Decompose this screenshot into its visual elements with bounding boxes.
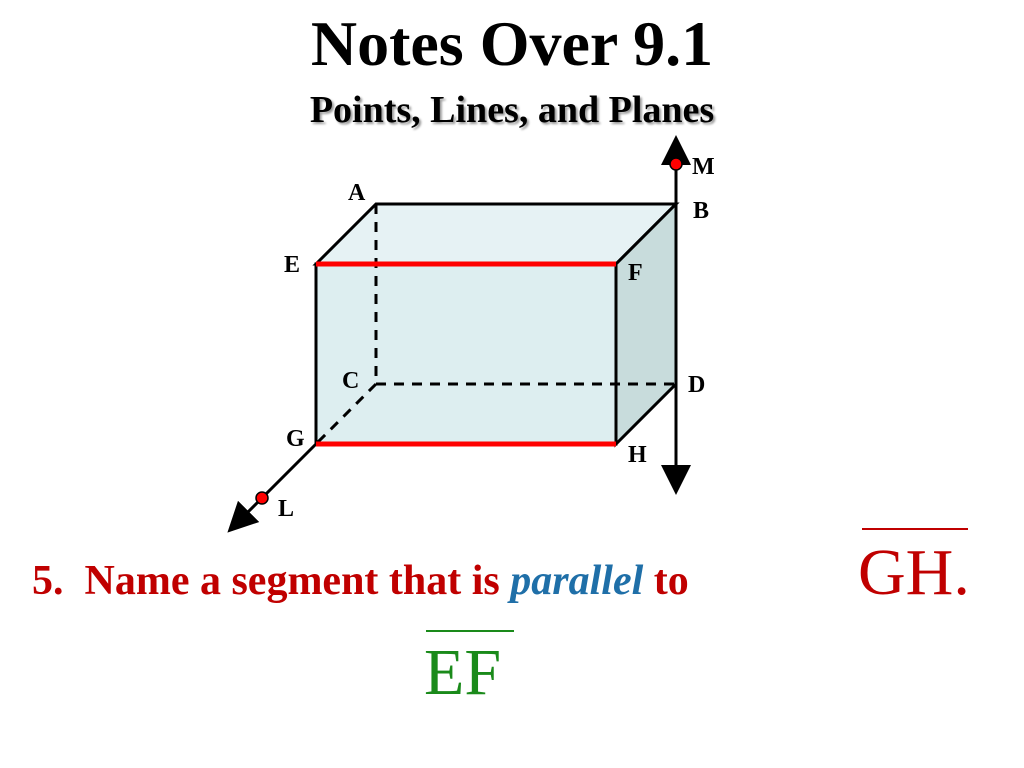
line-gl	[227, 442, 318, 533]
answer-segment-label: EF	[424, 636, 502, 709]
point-l	[255, 491, 269, 505]
given-segment-period: .	[953, 536, 970, 609]
point-m	[669, 157, 683, 171]
slide-subtitle: Points, Lines, and Planes	[309, 89, 715, 131]
question-number: 5.	[32, 558, 64, 604]
label-a: A	[348, 180, 366, 206]
given-segment-label: GH	[858, 536, 954, 609]
label-f: F	[628, 260, 643, 286]
question-text-after: to	[653, 558, 689, 604]
question-text-before: Name a segment that is	[84, 558, 500, 604]
top-face	[312, 202, 680, 266]
answer-segment: EF	[424, 630, 514, 706]
label-h: H	[628, 442, 647, 468]
given-segment-overbar	[862, 528, 968, 530]
label-b: B	[693, 198, 709, 224]
label-e: E	[284, 252, 300, 278]
question-emphasis: parallel	[510, 558, 644, 604]
slide-title: Notes Over 9.1	[310, 8, 714, 79]
label-l: L	[278, 496, 294, 522]
answer-segment-overbar	[426, 630, 514, 632]
given-segment: GH.	[858, 528, 970, 606]
label-m: M	[692, 154, 715, 180]
question-text: 5. Name a segment that is parallel to	[32, 560, 689, 602]
label-c: C	[342, 368, 359, 394]
front-face	[314, 262, 618, 446]
label-d: D	[688, 372, 705, 398]
label-g: G	[286, 426, 305, 452]
hidden-edge-cg	[314, 382, 378, 446]
